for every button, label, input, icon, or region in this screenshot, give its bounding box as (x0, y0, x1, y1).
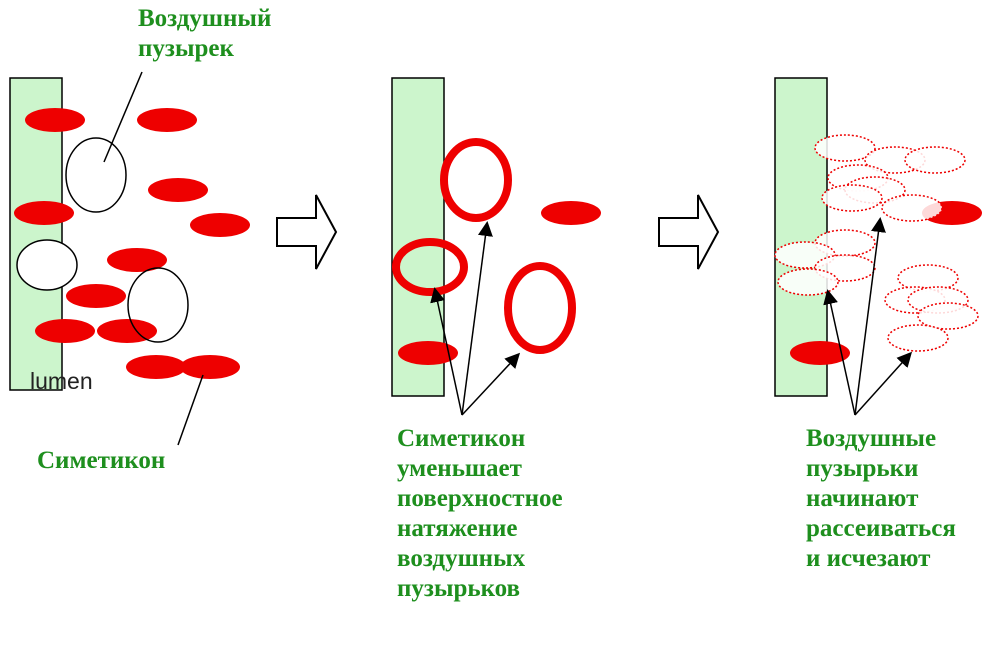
air-bubble (17, 240, 77, 290)
caption-line: натяжение (397, 514, 563, 544)
caption-line: пузырьки (806, 454, 956, 484)
air-bubble (128, 268, 188, 342)
simethicone-particle (541, 201, 601, 225)
pointer-line-simethicone (178, 375, 203, 445)
caption-line: уменьшает (397, 454, 563, 484)
panel-2 (392, 78, 601, 415)
label-panel3-caption: Воздушные пузырьки начинают рассеиваться… (806, 424, 956, 574)
label-lumen: lumen (30, 368, 93, 395)
label-air-bubble: Воздушный пузырек (138, 4, 271, 64)
label-simethicone: Симетикон (37, 446, 165, 476)
block-arrow-1 (277, 195, 336, 269)
caption-line: Симетикон (397, 424, 563, 454)
thinned-bubble (444, 142, 508, 218)
pointer-line-bubble (104, 72, 142, 162)
label-line: Воздушный (138, 4, 271, 34)
label-panel2-caption: Симетикон уменьшает поверхностное натяже… (397, 424, 563, 604)
thinned-bubble (508, 266, 572, 350)
caption-line: пузырьков (397, 574, 563, 604)
panel-3 (775, 78, 982, 415)
caption-line: воздушных (397, 544, 563, 574)
block-arrow-2 (659, 195, 718, 269)
caption-line: поверхностное (397, 484, 563, 514)
caption-line: и исчезают (806, 544, 956, 574)
label-line: пузырек (138, 34, 271, 64)
caption-line: Воздушные (806, 424, 956, 454)
caption-line: рассеиваться (806, 514, 956, 544)
air-bubble (66, 138, 126, 212)
caption-line: начинают (806, 484, 956, 514)
